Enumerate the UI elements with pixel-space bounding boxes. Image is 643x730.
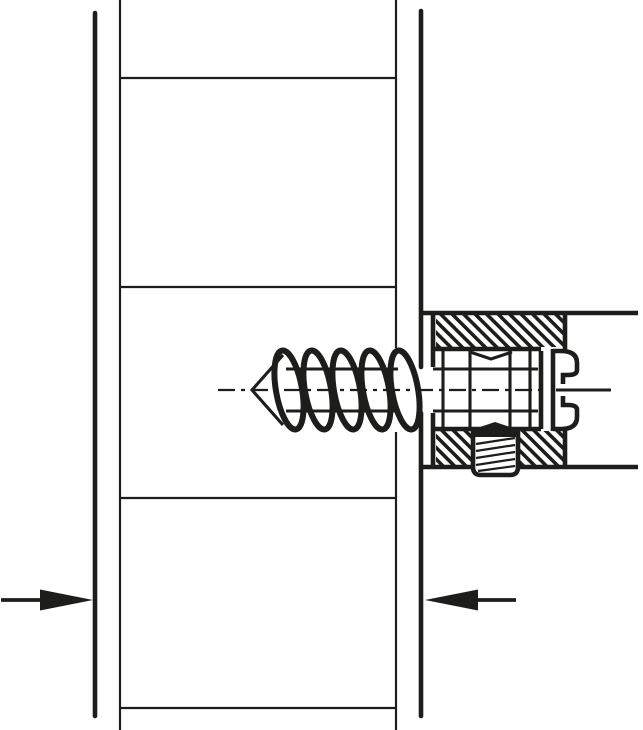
left-face-arrow (1, 589, 93, 611)
connector-fitting (421, 310, 638, 478)
connector-sleeve (433, 346, 544, 437)
section-hatching (436, 315, 563, 466)
insert-thread-line (477, 464, 516, 473)
screw-thread-coil (271, 347, 423, 433)
panel-section (92, 0, 424, 730)
wood-screw (249, 347, 423, 433)
insert-thread-line (475, 443, 516, 453)
insert-thread-line (475, 436, 516, 446)
insert-thread-lines (475, 436, 516, 473)
hatch-block-bottom-left (436, 431, 473, 466)
right-arrow-head (425, 589, 478, 611)
insert-outline (470, 430, 521, 478)
hatch-block-top (436, 315, 563, 347)
head-outline-upper (553, 348, 580, 384)
right-face-arrow (425, 589, 516, 611)
thread-turn-5 (387, 347, 423, 433)
socket-chamfer-bottom-wedge (472, 422, 518, 437)
insert-thread-line (475, 450, 516, 460)
socket-chamfer-top (469, 350, 513, 361)
threaded-insert (470, 430, 521, 478)
dimension-arrows (1, 589, 516, 611)
insert-thread-line (475, 457, 516, 467)
slotted-head (550, 348, 611, 432)
hatch-block-bottom-right (518, 431, 563, 466)
left-arrow-head (40, 589, 93, 611)
head-outline-lower (553, 396, 580, 432)
